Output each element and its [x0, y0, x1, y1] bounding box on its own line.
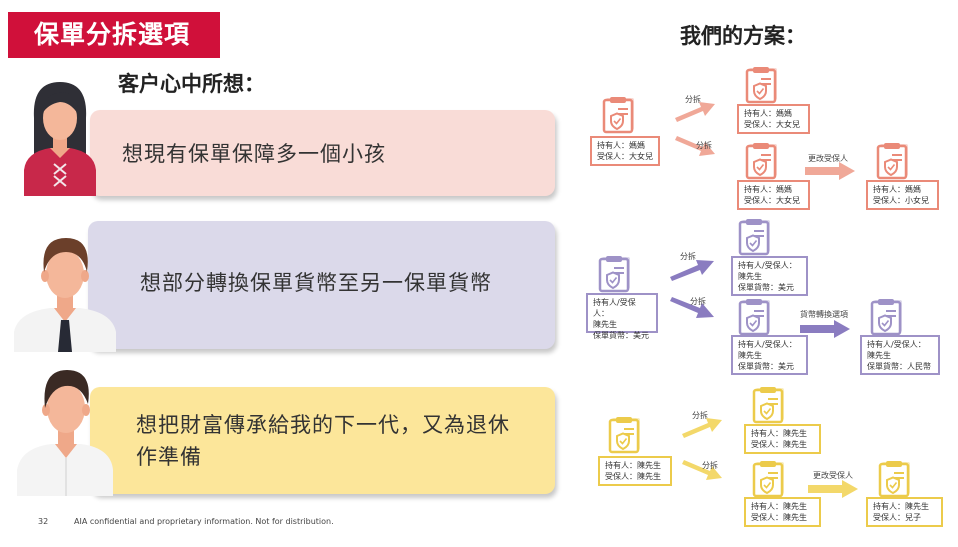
man-avatar-icon: [17, 370, 113, 496]
arrow-right-icon: [805, 162, 855, 180]
label-line: 持有人：媽媽: [744, 185, 792, 194]
confidentiality-notice: AIA confidential and proprietary informa…: [74, 517, 334, 526]
label-line: 持有人：陳先生: [873, 502, 929, 511]
arrow-right-icon: [670, 297, 714, 318]
label-line: 保單貨幣：美元: [738, 362, 794, 371]
label-line: 受保人：兒子: [873, 513, 921, 522]
policy-document-shield-icon: [876, 142, 914, 180]
page-number: 32: [38, 517, 49, 526]
arrow-right-icon: [675, 136, 715, 156]
policy-document-shield-icon: [745, 66, 783, 104]
label-line: 受保人：陳先生: [751, 513, 807, 522]
label-line: 受保人：大女兒: [744, 196, 800, 205]
customer-thoughts-heading: 客户心中所想：: [118, 72, 265, 96]
woman-avatar-icon: [24, 82, 96, 196]
label-line: 持有人/受保人：: [738, 340, 797, 349]
label-line: 持有人：媽媽: [597, 141, 645, 150]
split-label: 分拆: [702, 461, 718, 470]
change-insured-label: 更改受保人: [808, 154, 848, 163]
policy-document-shield-icon: [738, 298, 776, 336]
thought-text-1: 想現有保單保障多一個小孩: [122, 142, 386, 166]
label-line: 保單貨幣：人民幣: [867, 362, 931, 371]
policy-document-shield-icon: [598, 255, 636, 293]
row3-top-label: 持有人：陳先生 受保人：陳先生: [744, 424, 821, 454]
label-line: 受保人：陳先生: [605, 472, 661, 481]
our-solution-heading: 我們的方案：: [680, 24, 806, 48]
split-label: 分拆: [685, 95, 701, 104]
policy-document-shield-icon: [608, 416, 646, 454]
thought-bubble-3: 想把財富傳承給我的下一代，又為退休作準備: [90, 387, 555, 494]
label-line: 持有人：陳先生: [605, 461, 661, 470]
policy-document-shield-icon: [745, 142, 783, 180]
row1-top-label: 持有人：媽媽 受保人：大女兒: [737, 104, 810, 134]
row2-source-label: 持有人/受保人： 陳先生 保單貨幣：美元: [586, 293, 658, 340]
row3-source-label: 持有人：陳先生 受保人：陳先生: [598, 456, 672, 486]
row3-final-label: 持有人：陳先生 受保人：兒子: [866, 497, 943, 527]
row2-bottom-label: 持有人/受保人： 陳先生 保單貨幣：美元: [731, 335, 808, 375]
label-line: 受保人：大女兒: [597, 152, 653, 161]
thought-text-3: 想把財富傳承給我的下一代，又為退休作準備: [136, 413, 510, 469]
arrow-right-icon: [675, 102, 715, 122]
label-line: 受保人：小女兒: [873, 196, 929, 205]
arrow-right-icon: [670, 260, 714, 281]
arrow-right-icon: [808, 480, 858, 498]
policy-document-shield-icon: [870, 298, 908, 336]
label-line: 持有人：媽媽: [744, 109, 792, 118]
row2-top-label: 持有人/受保人： 陳先生 保單貨幣：美元: [731, 256, 808, 296]
label-line: 陳先生: [593, 320, 617, 329]
label-line: 持有人：媽媽: [873, 185, 921, 194]
split-label: 分拆: [696, 141, 712, 150]
thought-bubble-1: 想現有保單保障多一個小孩: [90, 110, 555, 196]
arrow-right-icon: [800, 320, 850, 338]
label-line: 受保人：陳先生: [751, 440, 807, 449]
label-line: 保單貨幣：美元: [738, 283, 794, 292]
thought-bubble-2: 想部分轉換保單貨幣至另一保單貨幣: [88, 221, 555, 349]
split-label: 分拆: [692, 411, 708, 420]
label-line: 持有人/受保人：: [593, 298, 636, 318]
label-line: 陳先生: [738, 272, 762, 281]
arrow-right-icon: [682, 418, 722, 438]
split-label: 分拆: [690, 297, 706, 306]
policy-document-shield-icon: [738, 218, 776, 256]
policy-document-shield-icon: [752, 386, 790, 424]
label-line: 持有人/受保人：: [738, 261, 797, 270]
label-line: 持有人：陳先生: [751, 429, 807, 438]
label-line: 持有人/受保人：: [867, 340, 926, 349]
row1-final-label: 持有人：媽媽 受保人：小女兒: [866, 180, 939, 210]
arrow-right-icon: [682, 460, 722, 480]
man-tie-avatar-icon: [14, 238, 116, 352]
split-label: 分拆: [680, 252, 696, 261]
policy-document-shield-icon: [602, 96, 640, 134]
policy-document-shield-icon: [752, 460, 790, 498]
label-line: 陳先生: [738, 351, 762, 360]
thought-text-2: 想部分轉換保單貨幣至另一保單貨幣: [140, 271, 492, 295]
currency-option-label: 貨幣轉換選項: [800, 310, 848, 319]
change-insured-label: 更改受保人: [813, 471, 853, 480]
row2-final-label: 持有人/受保人： 陳先生 保單貨幣：人民幣: [860, 335, 940, 375]
row1-bottom-label: 持有人：媽媽 受保人：大女兒: [737, 180, 810, 210]
label-line: 保單貨幣：美元: [593, 331, 649, 340]
label-line: 陳先生: [867, 351, 891, 360]
page-title: 保單分拆選項: [8, 12, 220, 58]
policy-document-shield-icon: [878, 460, 916, 498]
row3-bottom-label: 持有人：陳先生 受保人：陳先生: [744, 497, 821, 527]
label-line: 持有人：陳先生: [751, 502, 807, 511]
label-line: 受保人：大女兒: [744, 120, 800, 129]
row1-source-label: 持有人：媽媽 受保人：大女兒: [590, 136, 660, 166]
